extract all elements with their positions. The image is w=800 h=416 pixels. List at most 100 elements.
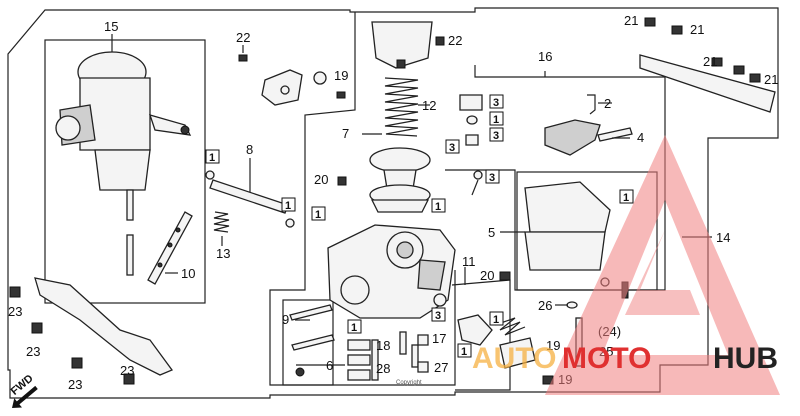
part-26 [566,301,578,309]
callout-8: 8 [246,142,253,157]
screw-21-group [644,17,761,83]
bolt-19 [336,91,346,99]
float-bowl-5 [524,181,611,287]
svg-text:1: 1 [493,314,499,326]
callout-2: 2 [604,96,611,111]
group-box-9 [282,299,334,386]
group-box-5 [516,171,658,291]
callout-22: 22 [448,33,462,48]
bracket-19 [261,69,327,106]
bracket-23 [34,277,174,376]
boxed-ref-3: 3 [445,139,460,154]
callout-5: 5 [488,225,495,240]
spring-12 [384,77,419,137]
needle-assembly-10 [147,211,193,285]
bolt-20-right [499,271,511,281]
callout-20: 20 [314,172,328,187]
watermark-inner-g-shape [625,230,700,315]
svg-text:1: 1 [493,114,499,126]
callout-17: 17 [432,331,446,346]
group-box-11 [451,279,511,391]
boxed-ref-3: 3 [489,94,504,109]
bolt-22-left [238,54,248,62]
svg-text:3: 3 [493,97,499,109]
callout-13: 13 [216,246,230,261]
carburetor-assembly-15 [55,51,192,276]
svg-text:1: 1 [315,209,321,221]
callout-21: 21 [703,54,717,69]
boxed-ref-3: 3 [431,307,446,322]
callout-16: 16 [538,49,552,64]
boxed-ref-1: 1 [431,198,446,213]
watermark-text-moto: MOTO [562,342,651,375]
boxed-ref-1: 1 [489,311,504,326]
callout-23: 23 [120,363,134,378]
spring-13 [213,211,230,233]
svg-text:3: 3 [449,142,455,154]
callout-12: 12 [422,98,436,113]
carburetor-body [327,224,456,319]
callout-21: 21 [764,72,778,87]
callout-14: 14 [716,230,730,245]
group-box-15 [44,39,206,304]
callout-27: 27 [434,360,448,375]
callout-7: 7 [342,126,349,141]
callout-15: 15 [104,19,118,34]
boxed-ref-1: 1 [205,149,220,164]
boxed-ref-3: 3 [485,169,500,184]
callout-18: 18 [376,338,390,353]
callout-28: 28 [376,361,390,376]
boxed-ref-1: 1 [281,197,296,212]
bolts-23 [9,286,135,385]
jets-group [289,304,419,381]
boxed-ref-1: 1 [619,189,634,204]
svg-text:1: 1 [435,201,441,213]
svg-text:1: 1 [209,152,215,164]
callout-19: 19 [334,68,348,83]
pump-assembly-11 [457,314,536,369]
group-box-7 [269,12,456,386]
plate-14 [639,54,776,113]
boxed-ref-1: 1 [311,206,326,221]
callout-23: 23 [8,304,22,319]
boxed-ref-1: 1 [457,343,472,358]
screw-20-mid [337,176,347,186]
callout-11: 11 [462,254,476,269]
boxed-refs: 1 1 1 1 3 1 3 3 3 1 1 3 1 1 [205,94,634,358]
tube-8 [205,170,295,228]
bolt-22-top [435,36,445,46]
part-27 [417,361,429,373]
callout-21: 21 [690,22,704,37]
callout-26: 26 [538,298,552,313]
callout-9: 9 [282,312,289,327]
diaphragm-slide [369,147,431,213]
watermark-text-auto: AUTO [472,342,556,375]
svg-text:1: 1 [461,346,467,358]
callout-23: 23 [26,344,40,359]
clip-2 [587,94,596,115]
svg-text:1: 1 [351,322,357,334]
callout-20: 20 [480,268,494,283]
vacuum-cap-7 [371,21,433,69]
callout-21: 21 [624,13,638,28]
watermark-triangle-logo [545,135,780,395]
callout-19: 19 [546,338,560,353]
svg-text:1: 1 [285,200,291,212]
fwd-arrow: FWD [9,372,38,408]
svg-text:1: 1 [623,192,629,204]
automotohub-watermark: AUTO MOTO HUB [472,135,780,395]
watermark-text-hub: HUB [713,342,778,375]
svg-text:3: 3 [493,130,499,142]
boxed-ref-1: 1 [347,319,362,334]
callout-4: 4 [637,130,644,145]
boxed-ref-3: 3 [489,127,504,142]
boxed-ref-1: 1 [489,111,504,126]
callout-23: 23 [68,377,82,392]
float-4 [544,119,633,156]
part-17 [417,334,429,346]
svg-text:3: 3 [489,172,495,184]
svg-text:3: 3 [435,310,441,322]
callout-6: 6 [326,358,333,373]
